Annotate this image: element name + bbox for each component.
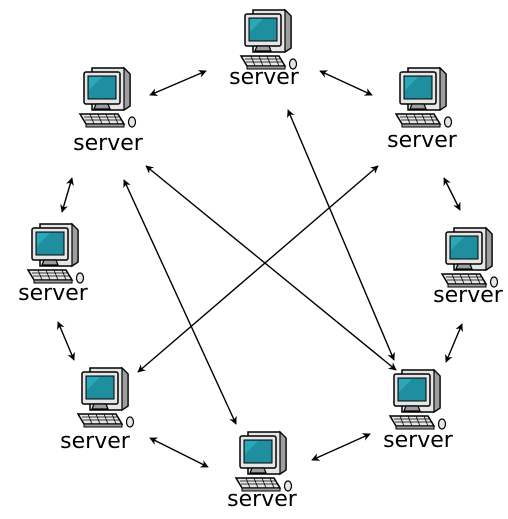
connection-top-upper-right bbox=[319, 70, 373, 96]
server-label-mid-left: server bbox=[18, 281, 88, 306]
connections bbox=[57, 70, 463, 468]
server-label-lower-left: server bbox=[60, 429, 130, 454]
computer-icon bbox=[20, 218, 92, 290]
server-label-bottom: server bbox=[227, 487, 297, 512]
connection-upper-left-mid-left bbox=[60, 177, 74, 213]
connection-mid-right-lower-right bbox=[445, 323, 463, 363]
computer-icon bbox=[233, 4, 305, 76]
connection-bottom-lower-right bbox=[311, 433, 371, 461]
server-label-top: server bbox=[229, 65, 299, 90]
computer-icon bbox=[70, 362, 142, 434]
computer-icon bbox=[388, 62, 460, 134]
connection-mid-left-lower-left bbox=[57, 321, 75, 361]
computer-icon bbox=[434, 222, 506, 294]
connection-upper-left-top bbox=[149, 70, 207, 96]
connection-lower-left-bottom bbox=[149, 437, 209, 468]
connection-upper-left-lower-right bbox=[145, 165, 397, 371]
computer-icon bbox=[382, 364, 454, 436]
computer-icon bbox=[72, 62, 144, 134]
connection-top-lower-right bbox=[287, 109, 395, 361]
computer-icon bbox=[228, 426, 300, 498]
connection-upper-right-lower-left bbox=[137, 165, 379, 373]
server-label-upper-left: server bbox=[73, 131, 143, 156]
connection-upper-right-mid-right bbox=[443, 177, 461, 211]
server-label-upper-right: server bbox=[387, 128, 457, 153]
server-label-mid-right: server bbox=[433, 283, 503, 308]
server-label-lower-right: server bbox=[383, 428, 453, 453]
